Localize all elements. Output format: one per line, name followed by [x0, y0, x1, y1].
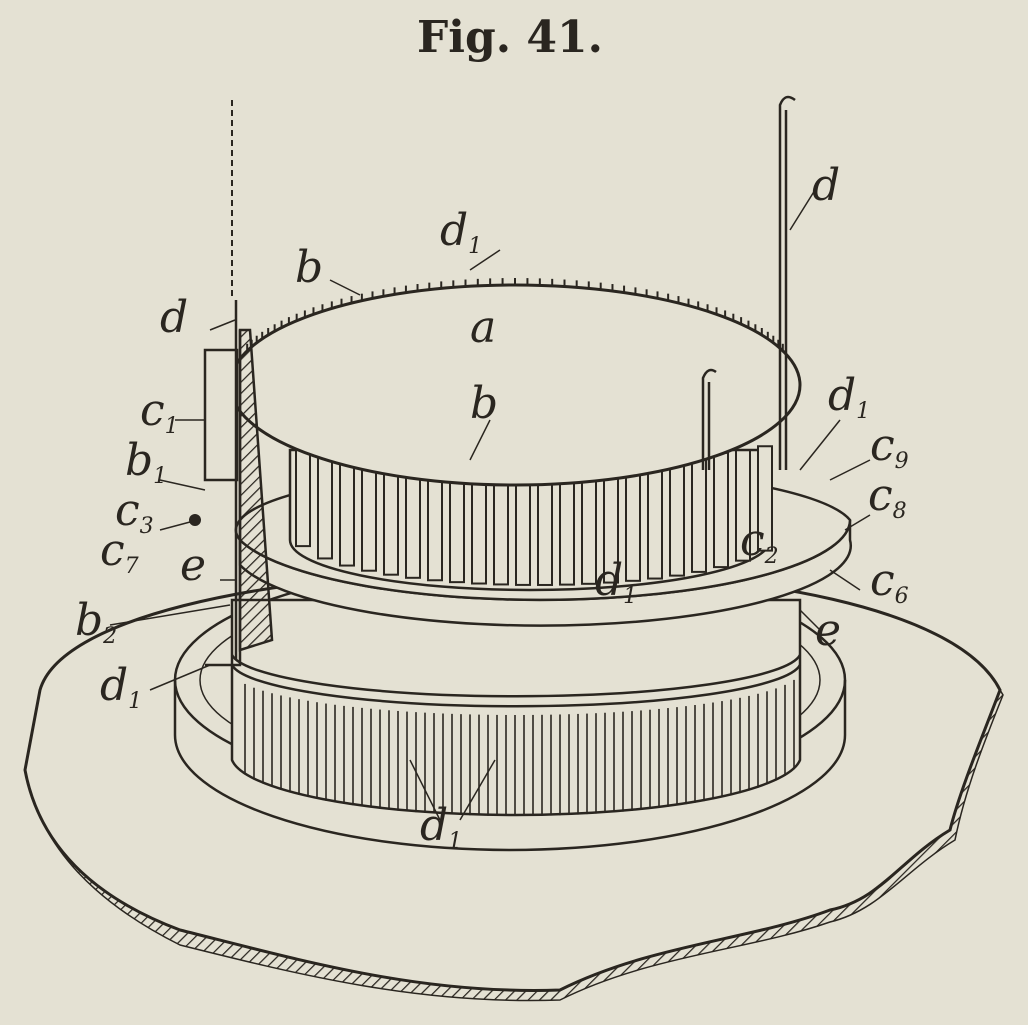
comb-tooth — [669, 455, 685, 577]
label-c6: c6 — [870, 555, 909, 609]
comb-tooth — [735, 449, 751, 562]
label-d1-right: d1 — [828, 370, 870, 424]
label-e-right: e — [815, 605, 841, 656]
label-b-comb: b — [470, 378, 498, 429]
comb-tooth — [317, 448, 333, 560]
comb-ring — [288, 443, 773, 592]
label-b1: b1 — [125, 435, 167, 489]
comb-tooth — [339, 451, 355, 567]
comb-tooth — [295, 443, 311, 548]
left-post — [189, 328, 274, 667]
label-c7: c7 — [100, 525, 139, 579]
label-a: a — [470, 302, 496, 353]
label-c9: c9 — [870, 420, 909, 474]
needles — [231, 95, 796, 660]
label-e-left: e — [180, 540, 206, 591]
label-b2: b2 — [75, 595, 117, 649]
label-c1: c1 — [140, 385, 179, 439]
part-labels: d d1 b d a b d1 c1 c9 b1 c8 c3 c2 c7 e d… — [75, 160, 909, 854]
label-c8: c8 — [868, 470, 907, 524]
label-c3: c3 — [115, 485, 154, 539]
dial-plate — [228, 278, 802, 487]
needle-cylinder — [230, 598, 802, 817]
leader-lines — [109, 189, 871, 821]
label-d1-left: d1 — [100, 660, 142, 714]
label-d1-top: d1 — [440, 205, 482, 259]
label-d-left: d — [160, 292, 188, 343]
label-c2: c2 — [740, 515, 779, 569]
label-d1-bottom: d1 — [420, 800, 462, 854]
label-d1-center: d1 — [595, 555, 637, 609]
figure-title: Fig. 41. — [417, 12, 603, 63]
label-d-right: d — [812, 160, 840, 211]
label-b-top: b — [295, 242, 323, 293]
comb-tooth — [713, 451, 729, 569]
comb-tooth — [757, 445, 773, 552]
comb-tooth — [647, 456, 663, 580]
comb-tooth — [691, 453, 707, 573]
